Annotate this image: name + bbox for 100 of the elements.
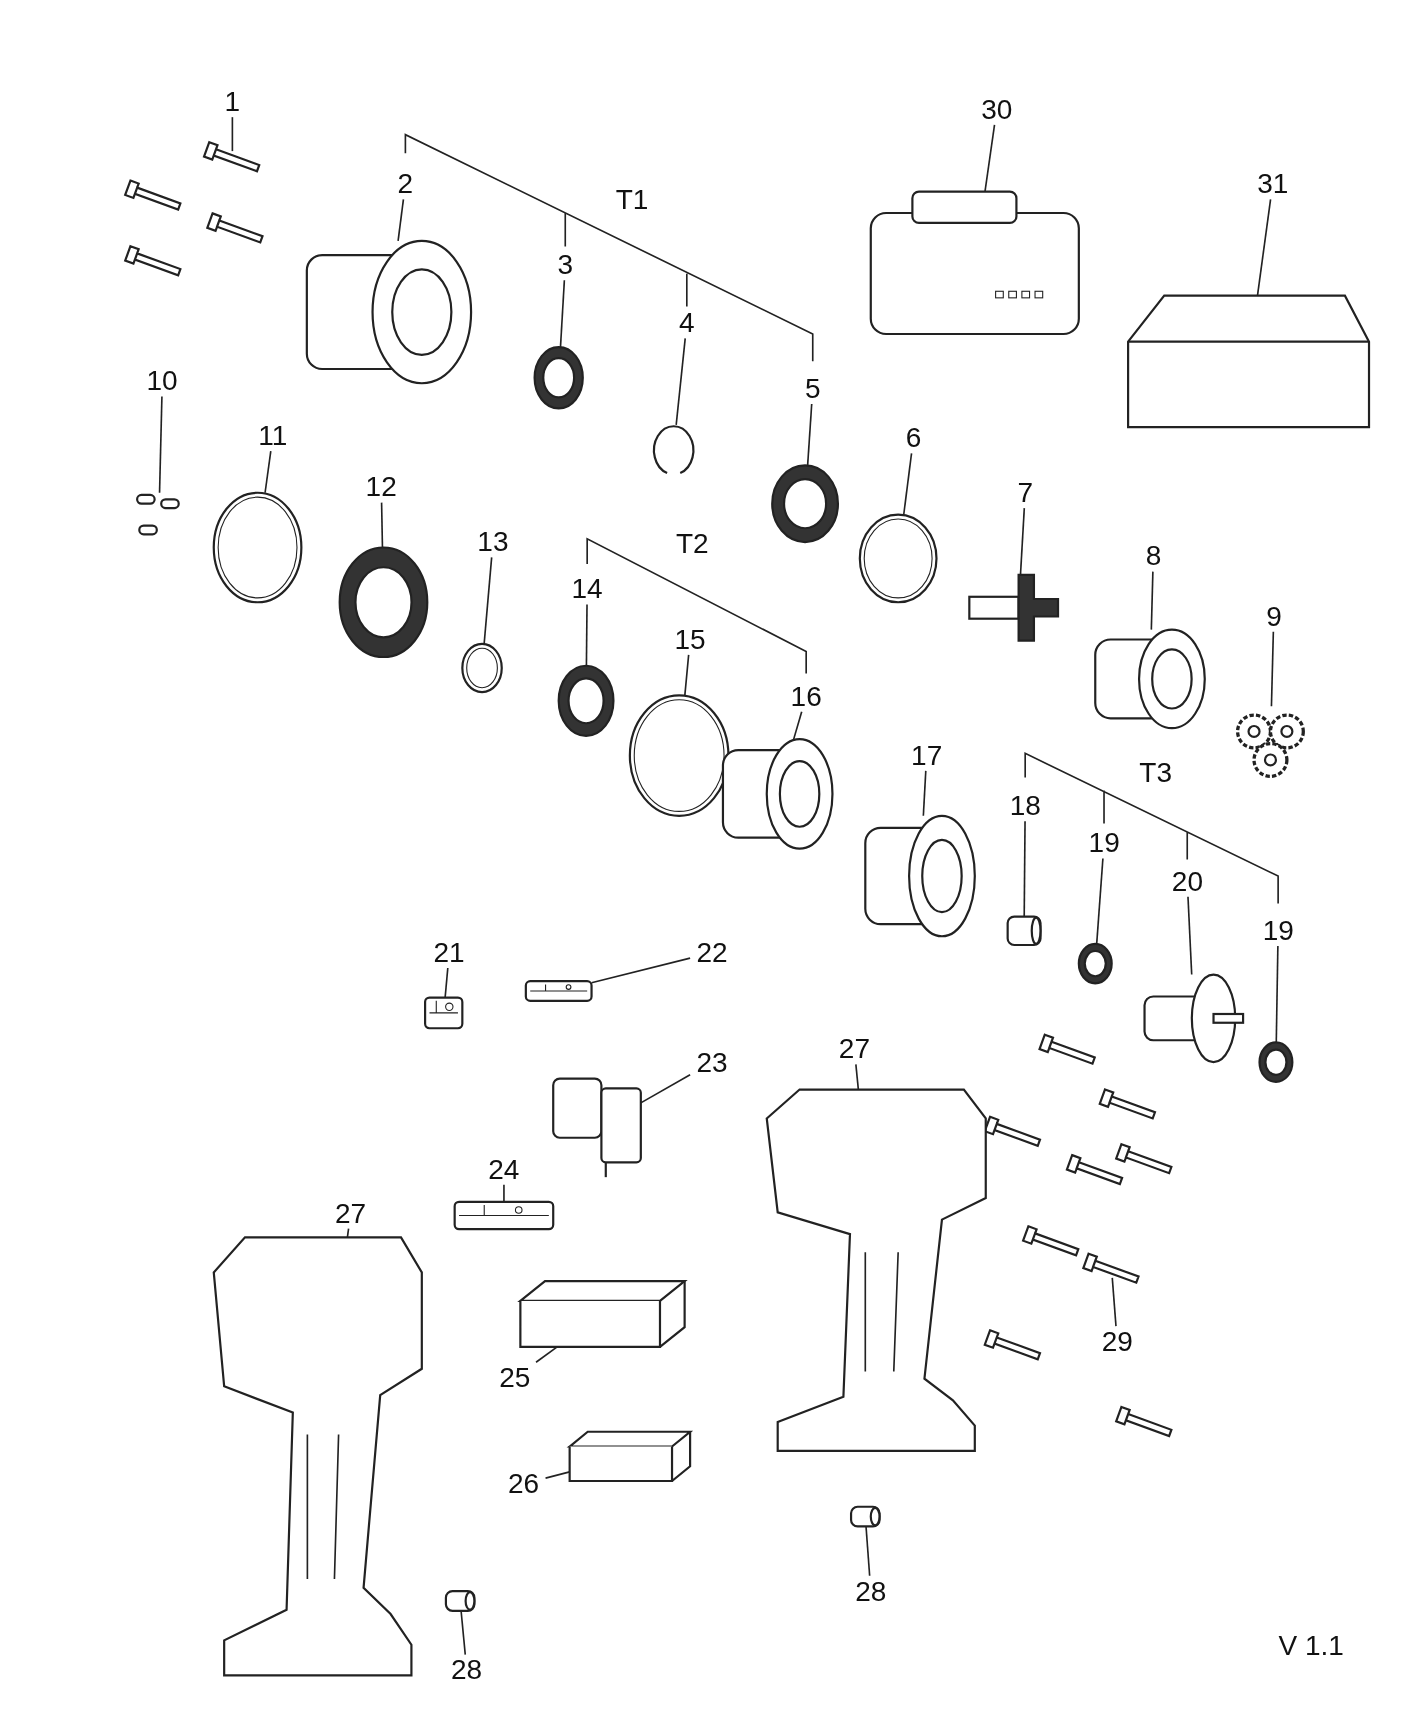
leader-line — [1187, 896, 1193, 976]
group-label: T1 — [615, 185, 649, 216]
callout-number: 12 — [365, 472, 397, 503]
switch-part-drawing — [424, 996, 464, 1030]
cap-drawing — [444, 1589, 476, 1612]
callout-number: 4 — [679, 308, 695, 339]
leader-line — [460, 1609, 467, 1656]
pin-drawing — [136, 493, 180, 536]
callout-number: 19 — [1088, 828, 1120, 859]
leader-line — [231, 116, 234, 152]
leader-line — [503, 1184, 505, 1203]
terminal-block-drawing — [566, 1430, 694, 1483]
ring-gear-drawing — [338, 546, 429, 659]
callout-number: 2 — [397, 169, 414, 199]
rotor-drawing — [1143, 973, 1245, 1064]
leader-line — [1023, 820, 1026, 918]
callout-number: 23 — [696, 1047, 728, 1078]
callout-number: 22 — [696, 938, 728, 968]
callout-number: 16 — [790, 681, 822, 712]
leader-line — [264, 450, 272, 494]
screw-drawing — [1081, 1252, 1140, 1285]
callout-number: 5 — [805, 373, 821, 404]
callout-number: 1 — [224, 86, 240, 117]
leader-line — [585, 603, 588, 667]
callout-number: 27 — [334, 1198, 367, 1229]
leader-line — [444, 967, 449, 999]
leader-line — [158, 395, 163, 494]
callout-number: 26 — [508, 1469, 540, 1500]
leader-line — [397, 198, 405, 242]
callout-number: 27 — [838, 1034, 870, 1065]
callout-number: 25 — [499, 1363, 531, 1393]
circuit-board-drawing — [524, 980, 593, 1002]
leader-line — [535, 1346, 558, 1364]
charger-drawing — [1127, 294, 1371, 429]
leader-line — [902, 452, 913, 516]
anvil-drawing — [968, 573, 1060, 642]
callout-number: 18 — [1009, 791, 1041, 822]
callout-number: 24 — [488, 1154, 520, 1185]
callout-number: 28 — [451, 1655, 483, 1686]
callout-number: 15 — [674, 624, 706, 655]
group-label: T3 — [1139, 758, 1172, 789]
callout-number: 19 — [1262, 916, 1294, 947]
leader-line — [590, 957, 691, 984]
callout-number: 30 — [981, 94, 1013, 125]
callout-number: 9 — [1266, 601, 1282, 632]
bushing-drawing — [771, 464, 840, 544]
washer-drawing — [461, 642, 503, 694]
leader-line — [544, 1471, 571, 1479]
gear-case-drawing — [721, 738, 834, 850]
callout-number: 31 — [1257, 169, 1289, 199]
housing-drawing — [212, 1236, 423, 1677]
leader-line — [483, 556, 493, 645]
leader-line — [1095, 857, 1104, 945]
callout-number: 11 — [258, 420, 288, 451]
leader-line — [806, 403, 813, 467]
switch-drawing — [552, 1077, 642, 1178]
cap-drawing — [849, 1505, 881, 1528]
bearing-drawing — [1077, 942, 1113, 985]
gear-drawing — [1235, 713, 1305, 778]
leader-line — [684, 654, 690, 697]
control-board-drawing — [517, 1280, 688, 1348]
callout-number: 3 — [557, 250, 573, 281]
callout-number: 21 — [433, 938, 465, 968]
seal-drawing — [533, 346, 584, 410]
hammer-drawing — [1094, 628, 1206, 730]
leader-line — [1150, 570, 1154, 631]
leader-line — [559, 279, 566, 348]
motor-stator-drawing — [864, 814, 976, 938]
callout-number: 13 — [477, 527, 509, 558]
group-label: T2 — [675, 529, 709, 560]
housing-drawing — [305, 239, 473, 385]
leader-line — [640, 1073, 691, 1104]
callout-number: 7 — [1017, 477, 1034, 508]
ring-drawing — [212, 491, 303, 604]
callout-number: 17 — [911, 740, 943, 771]
leader-line — [1270, 631, 1275, 708]
leader-line — [1275, 945, 1279, 1044]
leader-line — [922, 770, 927, 817]
cover-plate-drawing — [453, 1200, 555, 1231]
clip-drawing — [652, 425, 695, 474]
bearing-drawing — [1258, 1041, 1294, 1083]
leader-line — [1256, 198, 1272, 297]
bearing-drawing — [557, 664, 615, 737]
callout-number: 10 — [146, 366, 178, 397]
callout-number: 6 — [905, 423, 922, 454]
leader-line — [855, 1063, 860, 1091]
leader-line — [346, 1227, 350, 1239]
bushing-drawing — [1006, 915, 1042, 947]
leader-line — [792, 710, 803, 740]
callout-number: 20 — [1171, 866, 1203, 897]
leader-line — [675, 337, 687, 426]
battery-drawing — [869, 190, 1080, 336]
leader-line — [1019, 507, 1026, 576]
leader-line — [984, 124, 996, 193]
callout-number: 28 — [855, 1576, 887, 1607]
o-ring-drawing — [628, 694, 730, 817]
callout-number: 8 — [1145, 541, 1162, 572]
screw-drawing — [202, 140, 261, 173]
housing-drawing — [765, 1088, 987, 1452]
version-label: V 1.1 — [1278, 1631, 1344, 1662]
